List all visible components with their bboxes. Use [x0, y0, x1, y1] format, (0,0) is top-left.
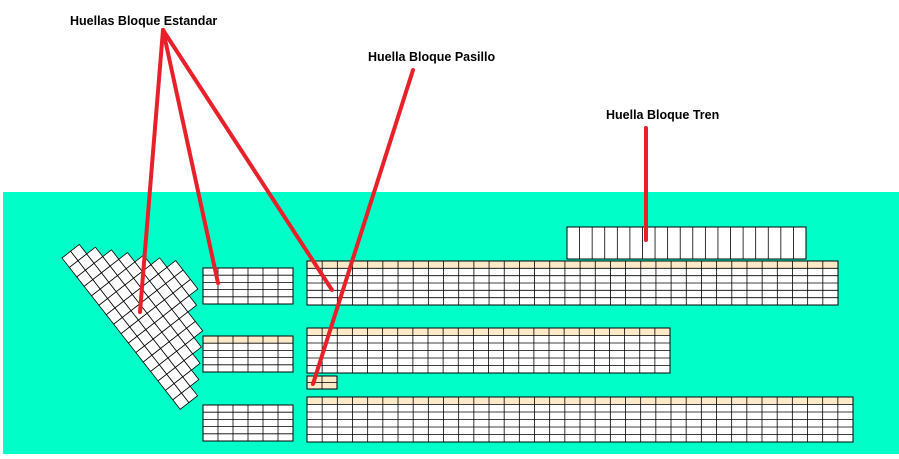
diagonal-cell [183, 353, 201, 371]
block-border [566, 226, 807, 260]
pointer-lines [138, 28, 648, 386]
label-huella-bloque-tren: Huella Bloque Tren [606, 108, 719, 122]
diagonal-cell [181, 278, 199, 297]
estandar-block-3 [202, 404, 294, 442]
block-border [202, 335, 294, 373]
long-block-middle [306, 327, 671, 374]
block-tinted-row [307, 261, 838, 269]
diagonal-cell [180, 385, 199, 404]
block-border [306, 327, 671, 374]
block-border [306, 396, 854, 443]
block-border [202, 404, 294, 442]
block-border [202, 267, 294, 305]
block-outline [566, 226, 807, 260]
block-border [306, 375, 338, 390]
long-block-bottom [306, 396, 854, 443]
diagonal-cell [184, 337, 202, 355]
pointer-line [161, 28, 334, 292]
diagonal-cell [182, 369, 200, 387]
label-huellas-bloque-estandar: Huellas Bloque Estandar [70, 14, 217, 28]
pointer-line [311, 68, 415, 386]
estandar-block-2 [202, 335, 294, 373]
pointer-line [138, 28, 165, 314]
block-border [306, 260, 839, 306]
diagonal-cell [186, 320, 204, 339]
label-huella-bloque-pasillo: Huella Bloque Pasillo [368, 50, 495, 64]
container-blocks [61, 226, 854, 443]
diagonal-cell [179, 295, 198, 313]
long-block-top [306, 260, 839, 306]
pointer-line [161, 28, 220, 285]
tren-block [566, 226, 807, 260]
